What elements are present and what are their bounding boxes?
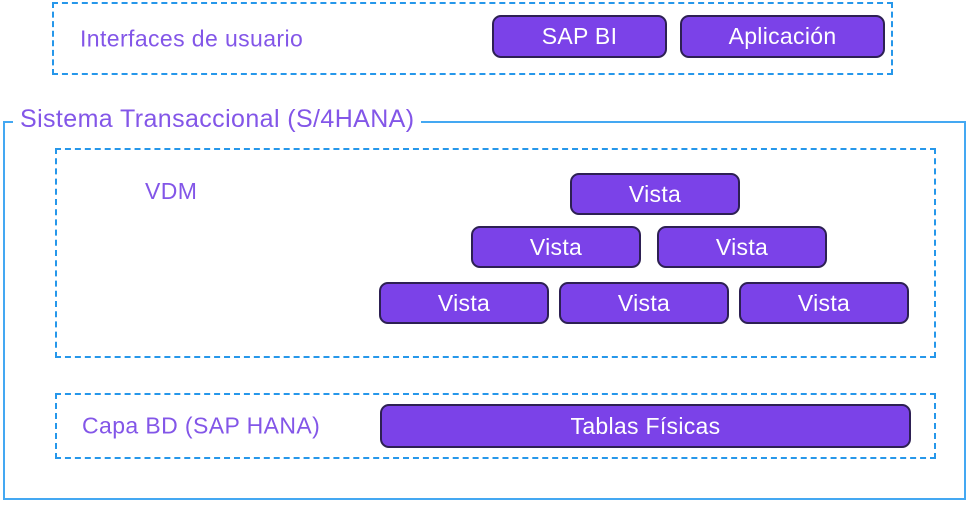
vista-node-row1-1: Vista [570,173,740,215]
sistema-transaccional-label: Sistema Transaccional (S/4HANA) [13,105,422,134]
tablas-fisicas-node: Tablas Físicas [380,404,911,448]
capa-bd-layer-box: Capa BD (SAP HANA) Tablas Físicas [55,393,936,459]
vista-node-row3-1: Vista [379,282,549,324]
aplicacion-node: Aplicación [680,15,885,58]
interfaces-layer-box: Interfaces de usuario SAP BI Aplicación [52,2,893,75]
vista-node-row3-3: Vista [739,282,909,324]
vista-node-row3-2: Vista [559,282,729,324]
vista-node-row2-1: Vista [471,226,641,268]
capa-bd-layer-label: Capa BD (SAP HANA) [82,412,321,439]
vdm-layer-box: VDM Vista Vista Vista Vista Vista Vista [55,148,936,358]
interfaces-layer-label: Interfaces de usuario [80,25,304,51]
sap-bi-node: SAP BI [492,15,667,58]
vista-node-row2-2: Vista [657,226,827,268]
vdm-layer-label: VDM [145,178,198,204]
sistema-transaccional-group-box: Sistema Transaccional (S/4HANA) VDM Vist… [3,105,966,500]
